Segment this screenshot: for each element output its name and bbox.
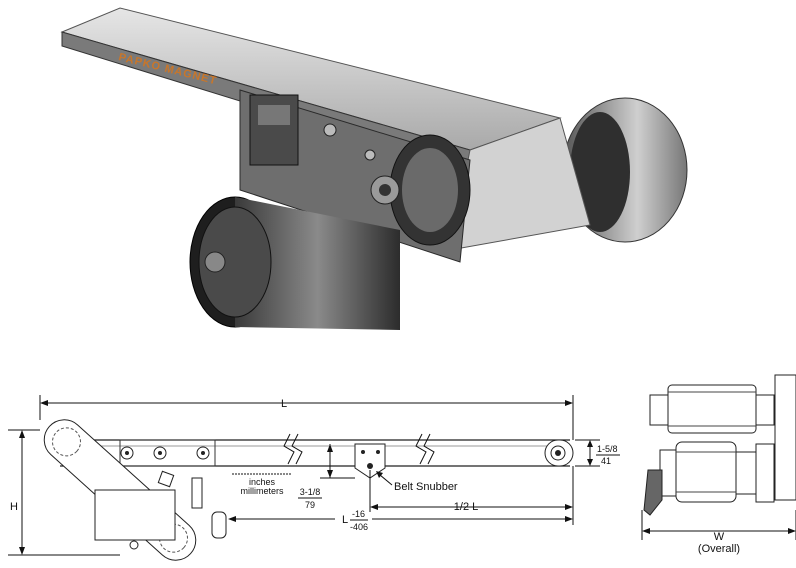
length-label: L (281, 398, 287, 410)
offset-in: -16 (352, 509, 365, 519)
units-mm-label: millimeters (240, 486, 284, 496)
side-view-drawing: L H inches millimeters 3-1/8 79 1-5/8 41… (8, 395, 620, 561)
offset-base-label: L (342, 514, 348, 526)
offset-mm: -406 (350, 522, 368, 532)
belt-snubber-label: Belt Snubber (394, 481, 458, 493)
width-label: W (714, 531, 725, 543)
end-view-drawing: W (Overall) (641, 374, 796, 555)
width-note: (Overall) (698, 543, 740, 555)
belt-height-in: 3-1/8 (300, 487, 321, 497)
end-height-in: 1-5/8 (597, 444, 618, 454)
height-label: H (10, 501, 18, 513)
end-height-mm: 41 (601, 456, 611, 466)
product-photo: PAPKO MAGNET (60, 7, 688, 330)
units-inches-label: inches (249, 477, 276, 487)
belt-height-mm: 79 (305, 500, 315, 510)
half-length-label: 1/2 L (454, 501, 478, 513)
